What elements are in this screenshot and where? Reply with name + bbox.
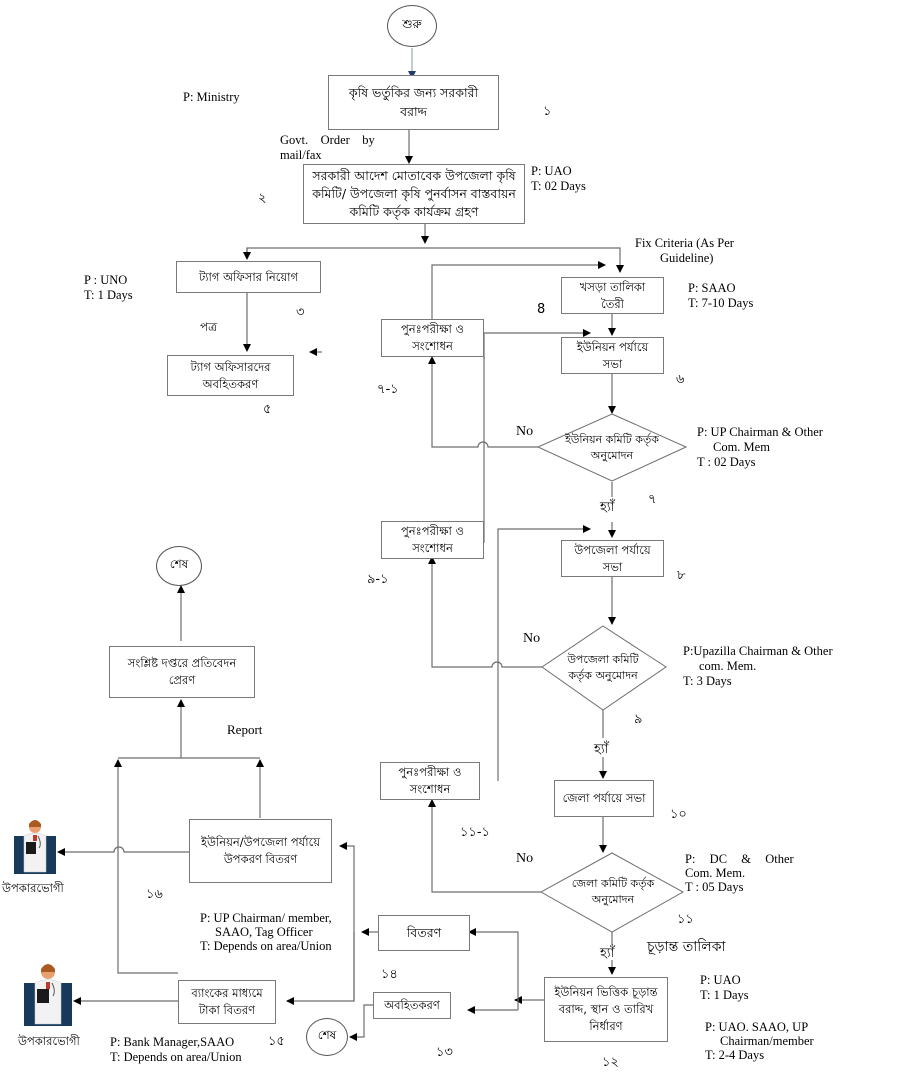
yes-label-11: হ্যাঁ [600,946,615,961]
step-14-person-2: SAAO, Tag Officer [215,925,313,939]
step-7-time: T : 02 Days [697,455,756,469]
step-number-12: ১২ [602,1055,619,1070]
step-6-box: ইউনিয়ন পর্যায়ে সভা [561,337,664,374]
step-2-person: P: UAO [531,164,572,178]
fix-criteria-label: Fix Criteria (As Per [635,236,734,250]
step-14-box: বিতরণ [378,915,470,951]
step-number-4: 8 [537,302,546,317]
govt-order-label-2: mail/fax [280,148,322,162]
step-number-7: ৭ [648,492,657,507]
beneficiary-label-2: উপকারভোগী [18,1034,80,1048]
step-15-box: ব্যাংকের মাধ্যমে টাকা বিতরণ [178,980,276,1024]
step-11-1-box: পুনঃপরীক্ষা ও সংশোধন [380,762,480,800]
step-1-person: P: Ministry [183,90,240,104]
step-7-person-2: Com. Mem [713,440,770,454]
step-number-13: ১৩ [436,1045,453,1060]
step-8-box: উপজেলা পর্যায়ে সভা [561,540,664,577]
arrow-s11-no [428,799,541,893]
step-number-8: ৮ [677,568,686,583]
beneficiary-doctor-icon [14,818,56,874]
step-12-person: P: UAO [700,973,741,987]
report-box: সংশ্লিষ্ট দপ্তরে প্রতিবেদন প্রেরণ [109,646,255,698]
arrow-s15-report [114,759,178,974]
arrow-split-s16 [339,842,355,1001]
step-3-person: P : UNO [84,273,128,287]
arrow-split-s14 [468,928,519,1010]
no-label-11: No [516,851,534,866]
decision-11-text: জেলা কমিটি কর্তৃক অনুমোদন [571,876,655,907]
step-number-16: ১৬ [146,887,163,902]
arrow-s9-no [428,556,542,668]
decision-9-text: উপজেলা কমিটি কর্তৃক অনুমোদন [567,652,639,683]
step-1-box: কৃষি ভর্তুকির জন্য সরকারী বরাদ্দ [328,75,499,130]
fix-criteria-label-2: Guideline) [660,251,714,265]
decision-7-text: ইউনিয়ন কমিটি কর্তৃক অনুমোদন [565,432,659,463]
step-number-6: ৬ [676,372,685,387]
step-number-14: ১৪ [381,967,398,982]
step-3-box: ট্যাগ অফিসার নিয়োগ [176,261,321,293]
step-2-box: সরকারী আদেশ মোতাবেক উপজেলা কৃষি কমিটি/ উ… [303,164,525,224]
step-14-time: T: Depends on area/Union [200,939,332,953]
beneficiary-label-1: উপকারভোগী [2,881,64,895]
govt-order-label: Govt. Order by [280,133,375,147]
step-10-box: জেলা পর্যায়ে সভা [554,780,654,817]
step-9-person-2: com. Mem. [699,659,757,673]
yes-label-7: হ্যাঁ [600,500,615,515]
arrow-s7-no [428,356,538,448]
step-11-person: P: DC & Other [685,852,794,866]
step-number-5: ৫ [263,402,272,417]
no-label-9: No [523,631,541,646]
step-number-15: ১৫ [268,1034,285,1049]
step-9-time: T: 3 Days [683,674,732,688]
arrow-split-s15 [286,932,355,1005]
yes-label-9: হ্যাঁ [594,742,609,757]
step-11-time: T : 05 Days [685,880,744,894]
step-5-box: ট্যাগ অফিসারদের অবহিতকরণ [167,355,294,396]
step-4-box: খসড়া তালিকা তৈরী [561,277,664,314]
step-number-11-1: ১১-১ [460,825,490,840]
step-4-time: T: 7-10 Days [688,296,754,310]
arrow-s9_1-s6 [483,329,591,543]
step-number-2: ২ [258,191,267,206]
end-node-notify: শেষ [306,1018,348,1056]
arrow-s13-end [349,1004,373,1041]
step-number-11: ১১ [677,912,694,927]
step-9-1-box: পুনঃপরীক্ষা ও সংশোধন [381,521,484,559]
step-number-3: ৩ [296,305,305,320]
step-15-person: P: Bank Manager,SAAO [110,1035,235,1049]
arrow-s7_1-s4 [431,261,606,320]
step-13-box: অবহিতকরণ [373,992,451,1019]
step-12-box: ইউনিয়ন ভিত্তিক চূড়ান্ত বরাদ্দ, স্থান ও… [544,977,668,1042]
step-7-person: P: UP Chairman & Other [697,425,823,439]
arrow-s11_1-s8 [497,525,591,781]
patra-label: পত্র [200,320,217,334]
final-list-label: চূড়ান্ত তালিকা [647,939,726,955]
arrow-s16-beneficiary [57,846,190,856]
step-12-time: T: 1 Days [700,988,749,1002]
no-label-7: No [516,424,534,439]
step-11-person-2: Com. Mem. [685,866,746,880]
end-node-report: শেষ [156,546,202,586]
start-node: শুরু [387,5,437,47]
report-label: Report [227,722,263,737]
step-4-person: P: SAAO [688,281,736,295]
step-15-time: T: Depends on area/Union [110,1050,242,1064]
step-2-time: T: 02 Days [531,179,586,193]
step-number-9: ৯ [634,712,643,727]
step-7-1-box: পুনঃপরীক্ষা ও সংশোধন [381,319,484,357]
step-12-time-b: T: 2-4 Days [705,1048,765,1062]
step-number-9-1: ৯-১ [367,572,389,587]
step-14-person: P: UP Chairman/ member, [200,911,332,925]
step-3-time: T: 1 Days [84,288,133,302]
step-number-1: ১ [543,104,552,119]
step-number-10: ১০ [670,807,687,822]
step-number-7-1: ৭-১ [377,382,399,397]
step-12-person-b: P: UAO. SAAO, UP [705,1020,809,1034]
step-9-person: P:Upazilla Chairman & Other [683,644,833,658]
step-12-person-b-2: Chairman/member [720,1034,814,1048]
beneficiary-doctor-icon-2 [24,961,72,1026]
step-16-box: ইউনিয়ন/উপজেলা পর্যায়ে উপকরণ বিতরণ [189,819,332,883]
